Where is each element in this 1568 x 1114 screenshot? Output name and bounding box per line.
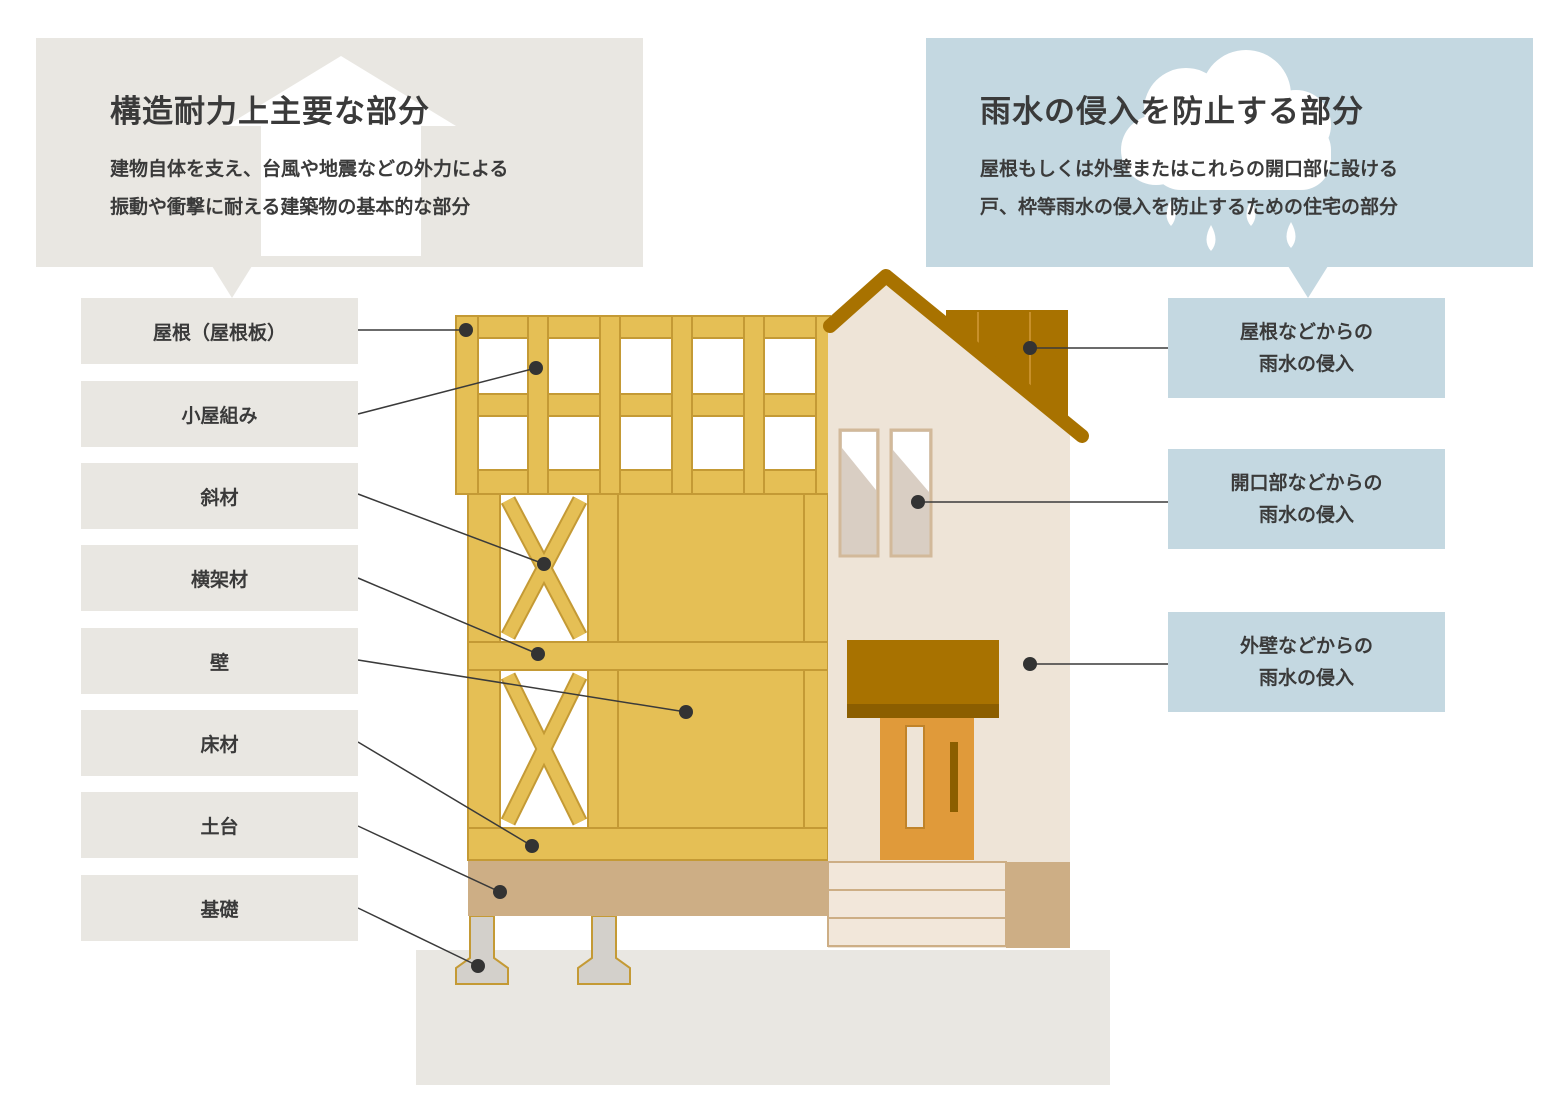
leader-dots bbox=[459, 323, 1037, 973]
label-rain-openings: 開口部などからの 雨水の侵入 bbox=[1168, 449, 1445, 549]
foundation-piers bbox=[455, 915, 631, 985]
roof-truss bbox=[455, 315, 831, 495]
roof-edge bbox=[823, 269, 1089, 443]
rain-panel-pointer bbox=[1288, 266, 1328, 298]
door bbox=[880, 718, 974, 860]
label-rain-roof: 屋根などからの 雨水の侵入 bbox=[1168, 298, 1445, 398]
rain-panel-title: 雨水の侵入を防止する部分 bbox=[980, 94, 1364, 130]
label-sill: 土台 bbox=[81, 792, 358, 858]
rain-cloud-icon bbox=[1121, 50, 1331, 251]
leader-lines bbox=[357, 329, 1168, 967]
sill-plate bbox=[468, 860, 828, 916]
structural-parts-panel: 構造耐力上主要な部分 建物自体を支え、台風や地震などの外力による 振動や衝撃に耐… bbox=[36, 38, 643, 267]
ground bbox=[416, 950, 1110, 1085]
rainwater-parts-panel: 雨水の侵入を防止する部分 屋根もしくは外壁またはこれらの開口部に設ける 戸、枠等… bbox=[926, 38, 1533, 267]
label-roof-board: 屋根（屋根板） bbox=[81, 298, 358, 364]
label-floor: 床材 bbox=[81, 710, 358, 776]
diagonal-bracing-fill bbox=[502, 497, 586, 825]
label-horizontal-beam: 横架材 bbox=[81, 545, 358, 611]
door-canopy bbox=[847, 640, 999, 704]
label-roof-truss: 小屋組み bbox=[81, 381, 358, 447]
label-wall: 壁 bbox=[81, 628, 358, 694]
label-diagonal-brace: 斜材 bbox=[81, 463, 358, 529]
entrance-steps bbox=[827, 861, 1007, 947]
structural-panel-title: 構造耐力上主要な部分 bbox=[110, 94, 430, 130]
wall-frame bbox=[467, 493, 829, 861]
rain-panel-description: 屋根もしくは外壁またはこれらの開口部に設ける 戸、枠等雨水の侵入を防止するための… bbox=[980, 158, 1399, 218]
up-arrow-icon bbox=[226, 56, 456, 256]
structural-panel-description: 建物自体を支え、台風や地震などの外力による 振動や衝撃に耐える建築物の基本的な部… bbox=[110, 158, 509, 218]
label-rain-exterior-wall: 外壁などからの 雨水の侵入 bbox=[1168, 612, 1445, 712]
label-foundation: 基礎 bbox=[81, 875, 358, 941]
structural-panel-pointer bbox=[212, 266, 252, 298]
